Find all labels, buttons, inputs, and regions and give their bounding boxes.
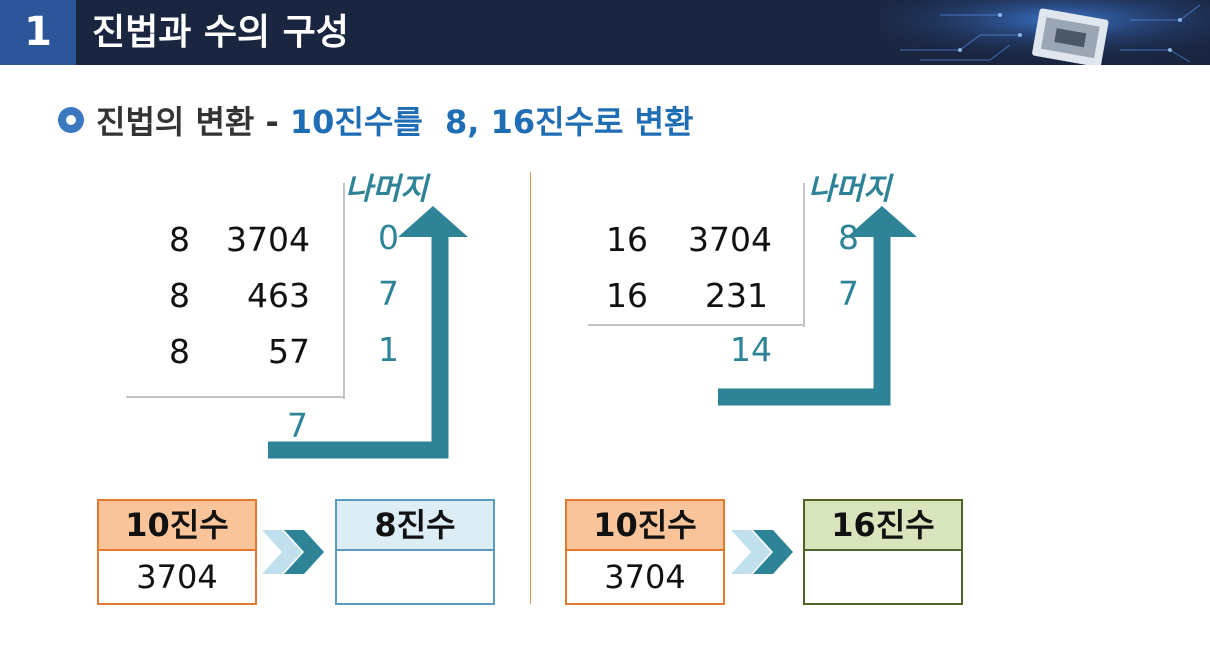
read-order-arrow (268, 206, 468, 459)
decimal-value: 3704 (604, 558, 686, 596)
divisor: 8 (169, 332, 190, 371)
remainder-label: 나머지 (345, 172, 428, 207)
dividend: 231 (705, 276, 768, 315)
dividend: 463 (247, 276, 310, 315)
final-quotient: 14 (730, 330, 772, 369)
circuit-chip-decoration (880, 0, 1210, 65)
division-bracket-vertical (803, 183, 805, 327)
octal-header: 8진수 (337, 501, 493, 551)
subtitle-text: 진법의 변환 - (96, 103, 290, 141)
division-bracket-horizontal (588, 324, 805, 326)
hex-box: 16진수 (803, 499, 963, 605)
final-quotient: 7 (287, 406, 308, 445)
dividend: 3704 (226, 220, 310, 259)
decimal-header: 10진수 (99, 501, 255, 551)
divisor: 16 (606, 276, 648, 315)
column-divider (530, 172, 531, 604)
subtitle-highlight: 10진수를 8, 16진수로 변환 (289, 103, 694, 141)
section-subtitle: 진법의 변환 - 10진수를 8, 16진수로 변환 (96, 100, 693, 144)
chevron-right-icon (262, 530, 324, 574)
division-bracket-vertical (343, 183, 345, 399)
title-bar: 1 진법과 수의 구성 (0, 0, 1210, 65)
divisor: 16 (606, 220, 648, 259)
remainder: 7 (838, 274, 859, 313)
divisor: 8 (169, 276, 190, 315)
decimal-box: 10진수 3704 (565, 499, 725, 605)
division-bracket-horizontal (126, 396, 345, 398)
dividend: 3704 (688, 220, 772, 259)
page-title: 진법과 수의 구성 (92, 12, 349, 53)
remainder: 8 (838, 218, 859, 257)
dividend: 57 (268, 332, 310, 371)
octal-box: 8진수 (335, 499, 495, 605)
divisor: 8 (169, 220, 190, 259)
read-order-arrow (718, 206, 917, 406)
hex-header: 16진수 (805, 501, 961, 551)
decimal-value: 3704 (136, 558, 218, 596)
decimal-header: 10진수 (567, 501, 723, 551)
remainder: 7 (378, 274, 399, 313)
remainder: 0 (378, 218, 399, 257)
remainder-label: 나머지 (808, 172, 891, 207)
bullet-icon (58, 107, 84, 133)
remainder: 1 (378, 330, 399, 369)
section-number: 1 (0, 0, 76, 65)
chevron-right-icon (731, 530, 793, 574)
decimal-box: 10진수 3704 (97, 499, 257, 605)
